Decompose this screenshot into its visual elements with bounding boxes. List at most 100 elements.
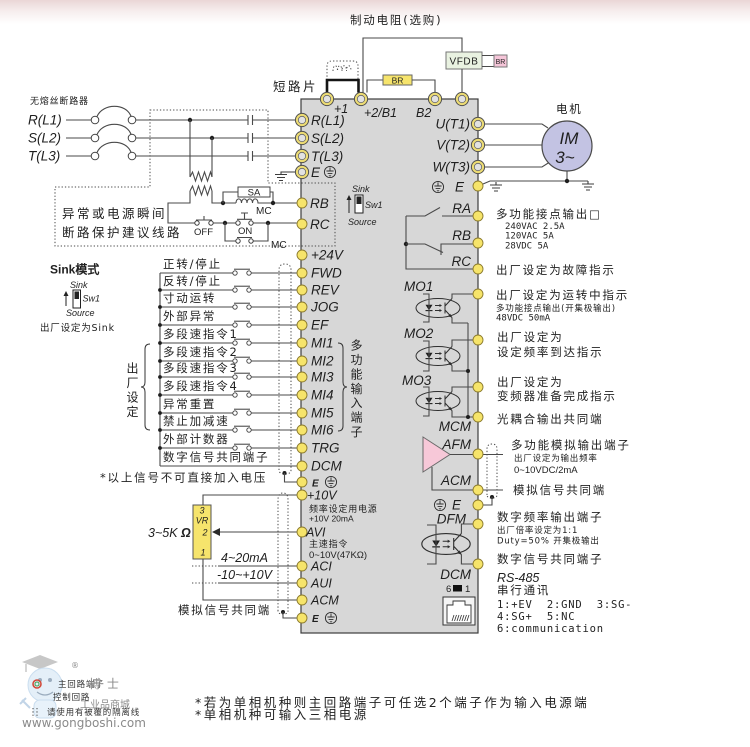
motor-symbol: [541, 120, 593, 172]
rb-contact-wire: [440, 243, 473, 255]
motor-label: 电机: [556, 102, 583, 116]
terminal-mi3: [296, 371, 308, 383]
breaker-contact-icon: [127, 151, 137, 161]
ra-contact-blade-icon: [406, 207, 441, 217]
legend-control-circuit: 控制回路: [53, 692, 90, 703]
terminal-v-t2: [470, 137, 486, 153]
terminal-plus1: [319, 91, 335, 107]
terminal-label-mi4: MI4: [311, 388, 334, 403]
terminal-u-t1: [470, 116, 486, 132]
junction-dot: [564, 178, 570, 184]
off-button-label: OFF: [194, 227, 213, 238]
terminal-label-fwd: FWD: [311, 266, 342, 281]
rj45-contacts-icon: [451, 614, 470, 622]
terminal-label-plus24v: +24V: [311, 248, 345, 263]
terminal-label-ra: RA: [452, 201, 471, 216]
terminal-label-s-l2: S(L2): [311, 131, 344, 146]
vfdb-resistor-wire: [482, 54, 494, 68]
mc-contact-icon: [248, 238, 254, 244]
dcm-output-description: 数字信号共同端子: [497, 552, 603, 566]
transformer-primary-icon: [189, 170, 213, 183]
analog-common-label: 模拟信号共同端: [178, 603, 271, 617]
rs485-pins-2: 4:SG+ 5:NC: [497, 611, 575, 623]
legend-main-terminal-icon: [32, 679, 42, 689]
terminal-mi1: [296, 337, 308, 349]
br-label: BR: [392, 75, 404, 85]
terminal-label-rev: REV: [311, 283, 341, 298]
power-input: 无熔丝断路器 R(L1) S(L2) T(L3): [28, 95, 296, 164]
terminal-label-plus2-b1: +2/B1: [364, 106, 397, 120]
terminal-label-mi6: MI6: [311, 423, 334, 438]
terminal-dfm: [472, 518, 484, 530]
sink-mode-sink-label: Sink: [70, 280, 88, 290]
aci-signal-label: 4~20mA: [221, 551, 268, 565]
terminal-mi2: [296, 355, 308, 367]
junction-dot: [158, 359, 162, 363]
input-line-label-t: T(L3): [28, 149, 60, 164]
jumper-label: 短路片: [273, 79, 318, 94]
surge-absorber-label: SA: [248, 188, 261, 199]
mo2-wires: [423, 339, 473, 372]
motor-phase-label: 3~: [555, 148, 574, 167]
legend-main-terminal-inner-icon: [34, 681, 40, 687]
analog-output-shield-outline: [486, 443, 498, 499]
junction-dot: [158, 375, 162, 379]
terminal-e-input: [294, 164, 310, 180]
terminal-plus10v: [296, 489, 308, 501]
junction-dot: [158, 323, 162, 327]
footnote-1: *若为单相机种则主回路端子可任选2个端子作为输入电源端: [195, 695, 589, 710]
terminal-plus2-b1: [353, 91, 369, 107]
breaker-contact-icon: [90, 133, 100, 143]
function-label-mi1: 多段速指令1: [163, 327, 239, 341]
pot-range-label: 3~5K: [148, 526, 178, 540]
control-wire-left: [167, 191, 195, 224]
vr-pin-2-label: 2: [201, 528, 207, 538]
function-label-mi3: 多段速指令3: [163, 361, 239, 375]
header-band: [0, 0, 750, 24]
terminal-label-aui: AUI: [310, 577, 332, 591]
function-label-mi2: 多段速指令2: [163, 345, 239, 359]
terminal-label-jog: JOG: [310, 300, 339, 315]
sw1-arrowhead-icon: [346, 195, 352, 200]
terminal-label-plus1: +1: [334, 102, 348, 116]
photocoupler-output: MO1 MO2 MO3 MCM 出厂设定为运转中指示 多功能接点输出(开集极输出…: [402, 279, 627, 434]
terminal-rc: [472, 263, 484, 275]
afm-amplifier-icon: [422, 436, 451, 473]
dc-reactor-coil-icon: [332, 65, 352, 72]
terminal-label-trg: TRG: [311, 441, 340, 456]
terminal-dcm: [296, 460, 308, 472]
afm-description: 多功能模拟输出端子: [511, 438, 631, 452]
analog-signal-dotted-wires: [192, 565, 218, 584]
sw1-switch-knob: [356, 196, 362, 204]
sink-mode-note: 出厂设定为Sink: [40, 322, 115, 334]
avi-note-1: 主速指令: [309, 538, 348, 550]
terminal-label-rb: RB: [452, 228, 471, 243]
vr-pin-1-label: 1: [200, 548, 205, 558]
input-line-label-r: R(L1): [28, 113, 62, 128]
rs485-pin1-label: 1: [465, 584, 470, 595]
function-label-trg: 外部计数器: [163, 432, 230, 446]
terminal-label-w-t3: W(T3): [433, 160, 471, 175]
terminal-label-e-digital: E: [312, 479, 319, 490]
terminal-t-l3: [294, 148, 310, 164]
earth-ground-icon: [581, 180, 595, 191]
mo2-description-1: 出厂设定为: [497, 330, 564, 344]
terminal-w-t3: [470, 159, 486, 175]
legend-main-circuit: 主回路端子: [58, 679, 105, 690]
terminal-label-e-input: E: [311, 165, 321, 180]
terminal-label-mo2: MO2: [404, 326, 434, 341]
function-label-mi5: 异常重置: [163, 397, 216, 411]
surge-absorber-wire: [222, 191, 274, 203]
terminal-label-v-t2: V(T2): [436, 138, 470, 153]
input-voltage-warning: *以上信号不可直接加入电压: [100, 471, 267, 485]
junction-dot: [158, 341, 162, 345]
terminal-label-ef: EF: [311, 318, 329, 333]
vr-acm-wire: [202, 559, 297, 601]
vfdb-braking-unit: [445, 51, 483, 70]
terminal-label-plus10v: +10V: [307, 489, 338, 503]
junction-dot: [158, 305, 162, 309]
function-label-mi6: 禁止加减速: [163, 414, 230, 428]
relay-common-wire: [405, 216, 473, 270]
rs485-pin6-label: 6: [446, 584, 451, 595]
pot-unit-label: Ω: [180, 526, 191, 540]
